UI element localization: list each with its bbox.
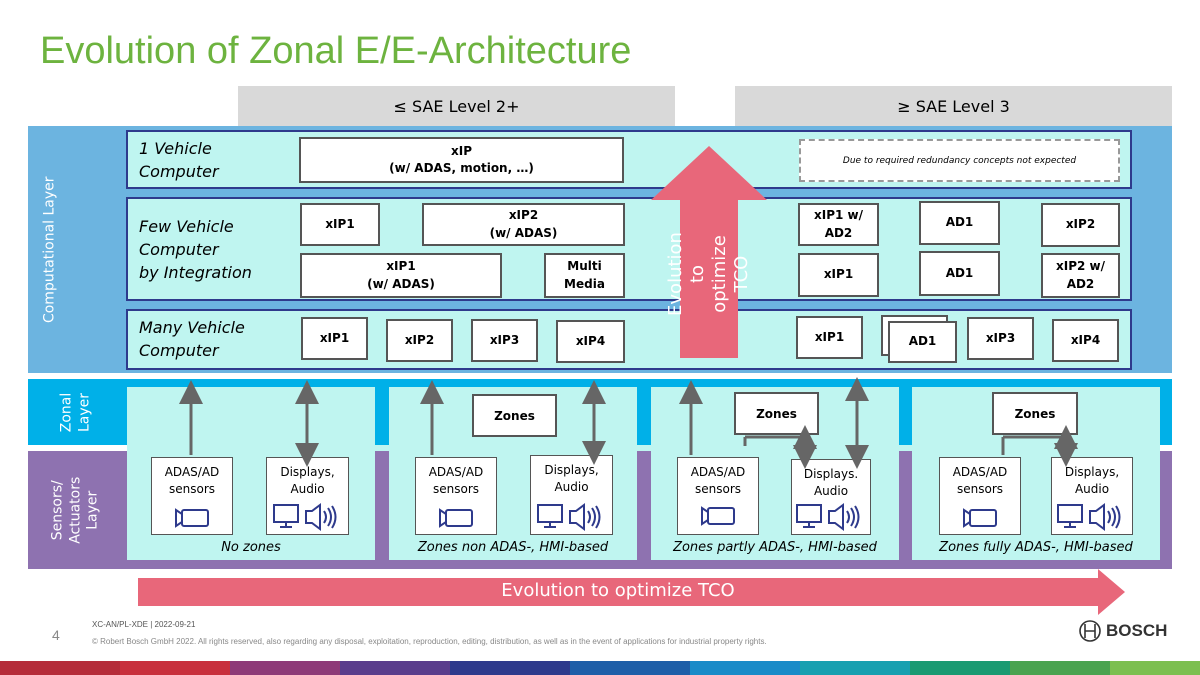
- adas-sensors-box-3: ADAS/AD sensors: [677, 457, 759, 535]
- bosch-wordmark: BOSCH: [1106, 621, 1168, 640]
- box-l2-multimedia: Multi Media: [544, 253, 625, 298]
- box-redundancy-note: Due to required redundancy concepts not …: [799, 139, 1120, 182]
- box-r3-ad1: AD1: [888, 321, 957, 363]
- box-r3-xip1: xIP1: [796, 316, 863, 359]
- box-xip-central: xIP (w/ ADAS, motion, …): [299, 137, 624, 183]
- bosch-logo-icon: [1079, 620, 1101, 642]
- camera-icon: [963, 508, 997, 528]
- row-label-many: Many Vehicle Computer: [139, 318, 245, 360]
- vertical-evolution-arrow: [651, 146, 767, 358]
- box-r2-xip1: xIP1: [798, 253, 879, 297]
- box-l2-xip1: xIP1: [300, 203, 380, 246]
- caption-zones-partly: Zones partly ADAS-, HMI-based: [673, 540, 877, 555]
- box-r2-xip1-ad2: xIP1 w/ AD2: [798, 203, 879, 246]
- box-l3-xip3: xIP3: [471, 319, 538, 362]
- row-label-few: Few Vehicle Computer by Integration: [139, 217, 252, 282]
- copyright-notice: © Robert Bosch GmbH 2022. All rights res…: [92, 637, 767, 646]
- box-l2-xip2-adas: xIP2 (w/ ADAS): [422, 203, 625, 246]
- display-speaker-icon: [273, 503, 337, 531]
- adas-sensors-box-1: ADAS/AD sensors: [151, 457, 233, 535]
- caption-no-zones: No zones: [221, 540, 281, 555]
- bottom-evolution-arrow: [138, 569, 1125, 615]
- box-r3-xip3: xIP3: [967, 317, 1034, 360]
- caption-zones-fully: Zones fully ADAS-, HMI-based: [939, 540, 1133, 555]
- camera-icon: [439, 508, 473, 528]
- page-title: Evolution of Zonal E/E-Architecture: [40, 30, 632, 72]
- header-sae-level-2: ≤ SAE Level 2+: [238, 86, 675, 126]
- box-r2-ad1-top: AD1: [919, 201, 1000, 245]
- adas-sensors-box-4: ADAS/AD sensors: [939, 457, 1021, 535]
- display-speaker-icon: [537, 503, 601, 531]
- adas-sensors-box-2: ADAS/AD sensors: [415, 457, 497, 535]
- row-many-vehicle-computer: [126, 309, 1132, 370]
- bottom-arrow-text: Evolution to optimize TCO: [501, 580, 735, 601]
- vertical-arrow-text: Evolution to optimize TCO: [665, 232, 752, 316]
- box-r2-xip2: xIP2: [1041, 203, 1120, 247]
- display-speaker-icon: [1057, 503, 1121, 531]
- camera-icon: [701, 506, 735, 526]
- caption-zones-non-adas: Zones non ADAS-, HMI-based: [417, 540, 609, 555]
- display-speaker-icon: [796, 503, 860, 531]
- page-number: 4: [52, 627, 60, 643]
- document-id: XC-AN/PL-XDE | 2022-09-21: [92, 620, 196, 629]
- header-sae-level-3: ≥ SAE Level 3: [735, 86, 1172, 126]
- zones-box-2: Zones: [472, 394, 557, 437]
- camera-icon: [175, 508, 209, 528]
- box-r3-xip4: xIP4: [1052, 319, 1119, 362]
- row-label-one: 1 Vehicle Computer: [139, 139, 219, 181]
- box-r2-xip2-ad2: xIP2 w/ AD2: [1041, 253, 1120, 298]
- box-r2-ad1-bottom: AD1: [919, 251, 1000, 296]
- footer-color-strip: [0, 661, 1200, 675]
- box-l2-xip1-adas: xIP1 (w/ ADAS): [300, 253, 502, 298]
- box-l3-xip4: xIP4: [556, 320, 625, 363]
- box-l3-xip2: xIP2: [386, 319, 453, 362]
- panel-divider: [127, 445, 1160, 451]
- box-l3-xip1: xIP1: [301, 317, 368, 360]
